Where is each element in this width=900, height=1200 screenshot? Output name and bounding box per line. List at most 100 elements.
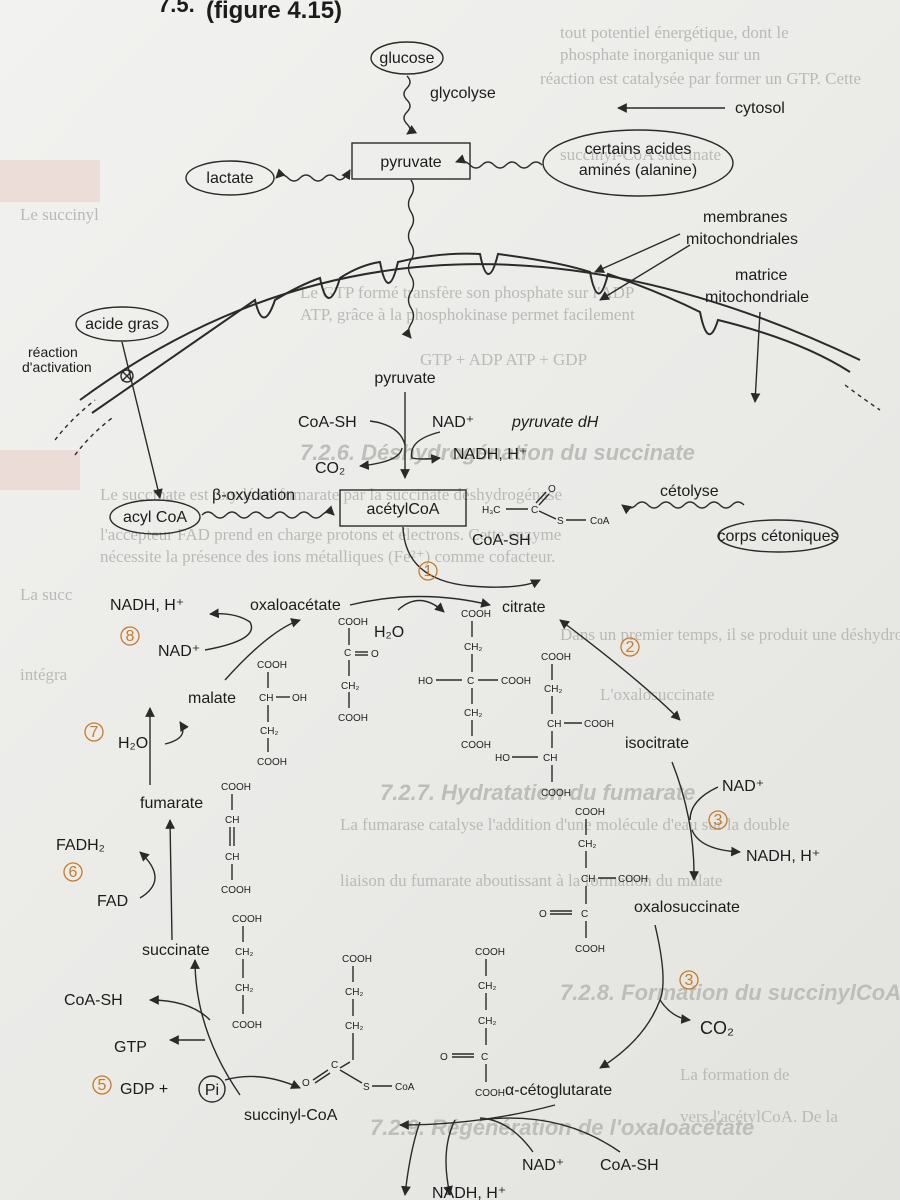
activation-label-1: réaction <box>28 344 78 360</box>
nad-pdh-label: NAD⁺ <box>432 414 474 431</box>
svg-text:COOH: COOH <box>461 740 491 751</box>
acetylcoa-box <box>339 489 467 527</box>
svg-text:COOH: COOH <box>575 944 605 955</box>
fumarate-structure: COOH CH CH COOH <box>221 782 251 896</box>
svg-text:C: C <box>467 676 474 687</box>
nadh-step8-label: NADH, H⁺ <box>110 597 184 614</box>
svg-text:réaction est catalysée par for: réaction est catalysée par former un GTP… <box>540 69 861 88</box>
step-6: 6 <box>69 864 78 881</box>
pi-label: Pi <box>205 1082 219 1099</box>
svg-text:Dans un premier temps, il se p: Dans un premier temps, il se produit une… <box>560 625 900 644</box>
cytosol-label: cytosol <box>735 100 785 117</box>
svg-text:CH₂: CH₂ <box>235 947 253 958</box>
fatty-acid-node <box>75 306 169 342</box>
svg-text:COOH: COOH <box>475 1088 505 1099</box>
svg-text:liaison du fumarate aboutissan: liaison du fumarate aboutissant à la for… <box>340 871 722 890</box>
svg-text:L'oxalosuccinate: L'oxalosuccinate <box>600 685 714 704</box>
svg-text:C: C <box>531 505 538 516</box>
svg-text:CH: CH <box>543 753 557 764</box>
svg-text:COOH: COOH <box>338 617 368 628</box>
svg-text:COOH: COOH <box>501 676 531 687</box>
gdp-label: GDP + <box>120 1081 168 1098</box>
svg-text:La formation de: La formation de <box>680 1065 790 1084</box>
svg-text:HO: HO <box>495 753 510 764</box>
matrix-label-2: mitochondriale <box>705 289 809 306</box>
akg-label: α-cétoglutarate <box>505 1082 612 1099</box>
svg-text:S: S <box>557 516 564 527</box>
oxaloacetate-structure: COOH C O CH₂ COOH <box>338 617 379 724</box>
nadh-step4-label: NADH, H⁺ <box>432 1185 506 1200</box>
step-3a: 3 <box>714 812 723 829</box>
svg-text:CH₂: CH₂ <box>235 983 253 994</box>
svg-text:La succ: La succ <box>20 585 73 604</box>
svg-text:COOH: COOH <box>618 874 648 885</box>
bleed-through-text: tout potentiel énergétique, dont le phos… <box>20 23 900 1140</box>
svg-text:COOH: COOH <box>575 807 605 818</box>
fad-label: FAD <box>97 893 128 910</box>
svg-text:O: O <box>548 484 556 495</box>
svg-text:CH: CH <box>225 815 239 826</box>
matrix-label-1: matrice <box>735 267 788 284</box>
succinylcoa-structure: COOH CH₂ CH₂ O C S CoA <box>302 954 415 1093</box>
svg-text:COOH: COOH <box>461 609 491 620</box>
svg-text:COOH: COOH <box>232 914 262 925</box>
glucose-node <box>370 41 444 75</box>
svg-text:O: O <box>371 649 379 660</box>
amino-acids-arrow <box>455 154 543 169</box>
fadh2-label: FADH₂ <box>56 837 105 854</box>
nad-step3-label: NAD⁺ <box>722 778 764 795</box>
oxalosuccinate-label: oxalosuccinate <box>634 899 740 916</box>
pyruvate-label-cytosol: pyruvate <box>380 154 441 171</box>
fatty-acid-arrow <box>121 341 163 499</box>
succinylcoa-succinate-arrow <box>190 959 241 1096</box>
coash-ketolysis-label: CoA-SH <box>472 532 531 549</box>
svg-text:intégra: intégra <box>20 665 68 684</box>
svg-text:CH: CH <box>225 852 239 863</box>
malate-label: malate <box>188 690 236 707</box>
pyruvate-label-matrix: pyruvate <box>374 370 435 387</box>
svg-text:OH: OH <box>292 693 307 704</box>
step-5: 5 <box>98 1077 107 1094</box>
svg-text:CH₂: CH₂ <box>341 681 359 692</box>
succinate-label: succinate <box>142 942 210 959</box>
ketolysis-label: cétolyse <box>660 483 719 500</box>
svg-text:COOH: COOH <box>342 954 372 965</box>
glycolyse-arrow <box>403 75 418 135</box>
svg-text:CH₂: CH₂ <box>578 839 596 850</box>
svg-text:COOH: COOH <box>475 947 505 958</box>
nad-step4-label: NAD⁺ <box>522 1157 564 1174</box>
nadh-pdh-label: NADH, H⁺ <box>453 446 527 463</box>
svg-text:COOH: COOH <box>257 660 287 671</box>
membranes-label-1: membranes <box>703 209 787 226</box>
acyl-coa-node <box>109 499 201 535</box>
svg-text:l'accepteur FAD prend en charg: l'accepteur FAD prend en charge protons … <box>100 525 561 544</box>
svg-text:Le succinyl: Le succinyl <box>20 205 99 224</box>
pyruvate-box-cytosol <box>351 142 471 180</box>
svg-text:O: O <box>302 1078 310 1089</box>
svg-text:CH₂: CH₂ <box>478 1016 496 1027</box>
citrate-structure: COOH CH₂ HO C COOH CH₂ COOH <box>418 609 531 751</box>
svg-text:C: C <box>481 1052 488 1063</box>
nad-step8-label: NAD⁺ <box>158 643 200 660</box>
membranes-label-2: mitochondriales <box>686 231 798 248</box>
h2o-step1-label: H₂O <box>374 624 404 641</box>
pyruvate-dh-label: pyruvate dH <box>511 414 599 431</box>
citrate-label: citrate <box>502 599 546 616</box>
svg-text:ATP, grâce à la phosphokinase: ATP, grâce à la phosphokinase permet fac… <box>300 305 635 324</box>
acetyl-structure: H₃C C O S CoA <box>482 484 610 527</box>
lactate-label: lactate <box>206 170 253 187</box>
svg-text:COOH: COOH <box>232 1020 262 1031</box>
coash-step5-label: CoA-SH <box>64 992 123 1009</box>
pi-circle <box>198 1075 226 1103</box>
svg-text:tout potentiel énergétique, do: tout potentiel énergétique, dont le <box>560 23 789 42</box>
svg-text:vers l'acétylCoA. De la: vers l'acétylCoA. De la <box>680 1107 838 1126</box>
aconitase-arrow <box>559 619 681 721</box>
amino-acids-node <box>542 129 734 197</box>
svg-text:COOH: COOH <box>584 719 614 730</box>
svg-text:HO: HO <box>418 676 433 687</box>
amino-acids-label-2: aminés (alanine) <box>579 162 697 179</box>
acetylcoa-entry-arrow <box>402 526 541 589</box>
beta-oxidation-label: β-oxydation <box>212 487 295 504</box>
svg-text:S: S <box>363 1082 370 1093</box>
svg-text:COOH: COOH <box>541 788 571 799</box>
